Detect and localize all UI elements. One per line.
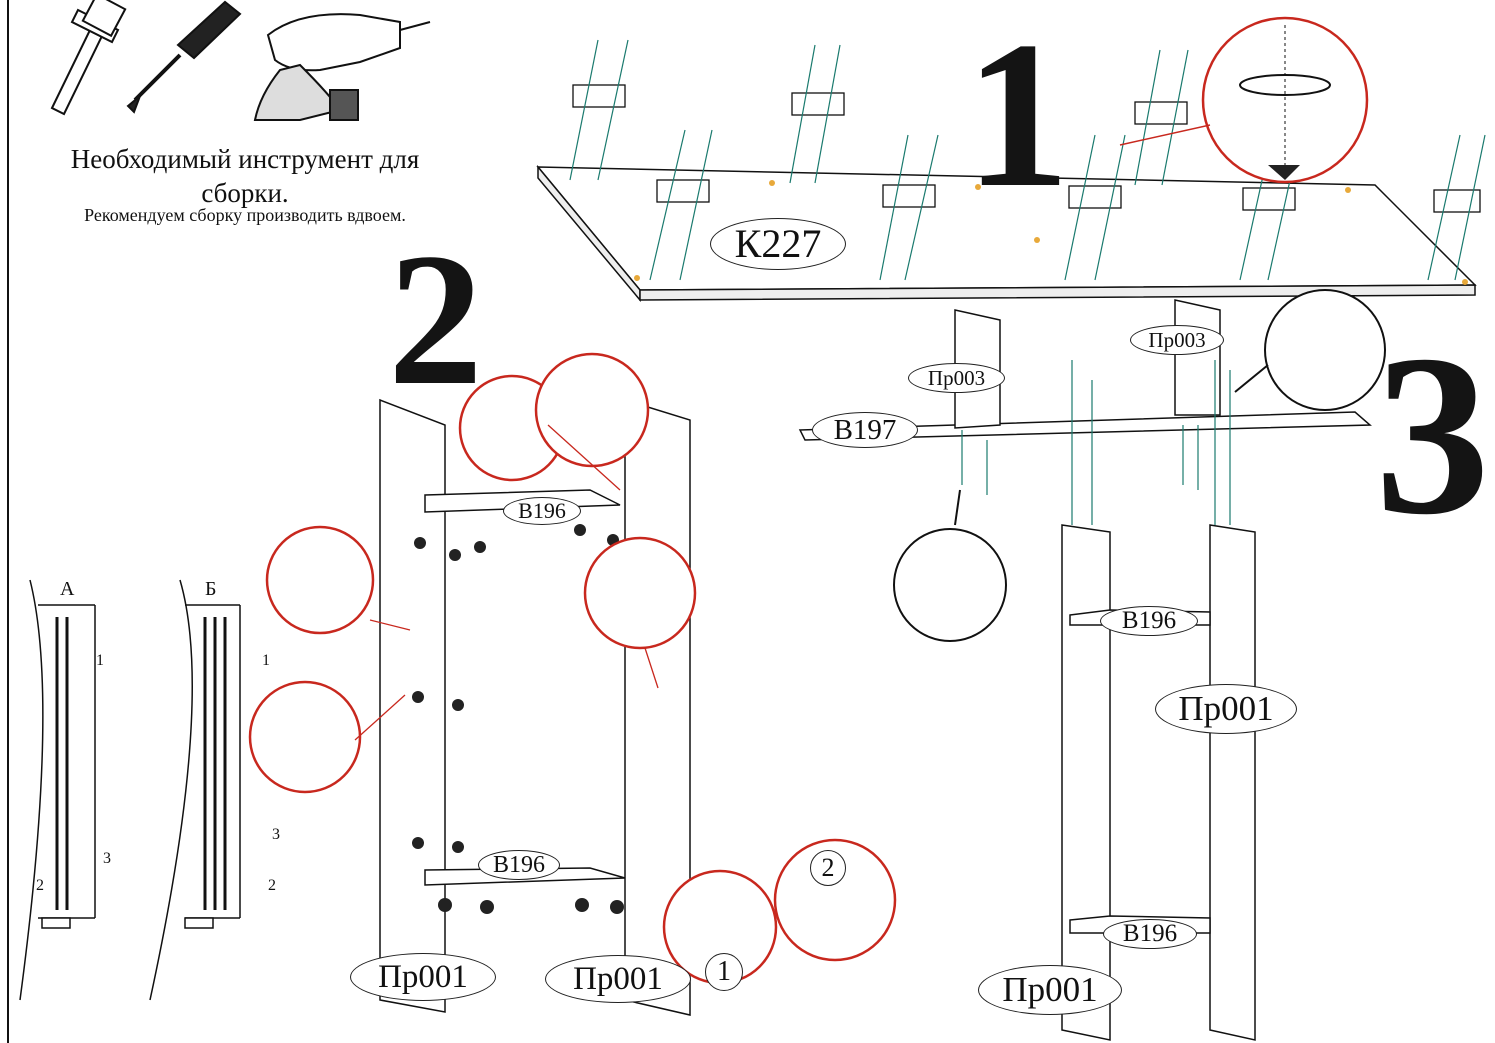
label-frame-side-bottom: Пр001 [978, 965, 1122, 1015]
tools-note: Рекомендуем сборку производить вдвоем. [84, 205, 406, 225]
screwdriver-detail-circle [1119, 16, 1369, 184]
tools-caption: Необходимый инструмент для сборки. [0, 142, 490, 210]
arrow-1-a: 1 [96, 652, 104, 669]
label-frame-shelf-bottom: В196 [1103, 919, 1197, 949]
arrow-3-a: 3 [103, 850, 111, 867]
label-frame-side-right: Пр001 [1155, 684, 1297, 734]
drill-icon [253, 13, 431, 121]
tools-caption-line2: сборки. [201, 178, 289, 208]
hammer-step-2: 2 [810, 850, 846, 886]
door-profile-b [149, 579, 241, 1001]
step-number-3: 3 [1375, 307, 1490, 562]
step2-detail-circles [248, 352, 897, 985]
arrow-2-a: 2 [36, 877, 44, 894]
hammer-step-1: 1 [705, 953, 743, 991]
arrow-2-b: 2 [268, 877, 276, 894]
label-side-left: Пр001 [350, 953, 496, 1001]
label-rail: В197 [812, 412, 918, 448]
step3-frame-sides [1061, 524, 1256, 1041]
label-top-panel: К227 [710, 218, 846, 270]
variant-b-letter: Б [205, 578, 217, 600]
variant-a-letter: А [60, 578, 75, 600]
step3-rail-b197 [798, 411, 1372, 441]
step-number-2: 2 [388, 215, 483, 425]
label-post-right: Пр003 [1130, 325, 1224, 355]
arrow-3-b: 3 [272, 826, 280, 843]
screwdriver-icon [126, 0, 242, 114]
tools-caption-line1: Необходимый инструмент для [70, 144, 420, 174]
step3-dowels [961, 360, 1231, 525]
label-shelf-upper: В196 [503, 497, 581, 525]
label-frame-shelf-top: В196 [1100, 606, 1198, 636]
door-profile-a [19, 579, 96, 1001]
label-post-left: Пр003 [908, 363, 1005, 393]
step2-connector-lines [354, 424, 659, 741]
hammer-icon [50, 0, 127, 116]
arrow-1-b: 1 [262, 652, 270, 669]
step2-side-left [379, 398, 446, 1013]
step3-posts [954, 299, 1221, 429]
label-shelf-lower: В196 [478, 850, 560, 880]
step-number-1: 1 [965, 0, 1070, 231]
step3-detail-circles [893, 289, 1386, 642]
dowel-dots [634, 180, 1468, 285]
label-side-right: Пр001 [545, 955, 691, 1003]
